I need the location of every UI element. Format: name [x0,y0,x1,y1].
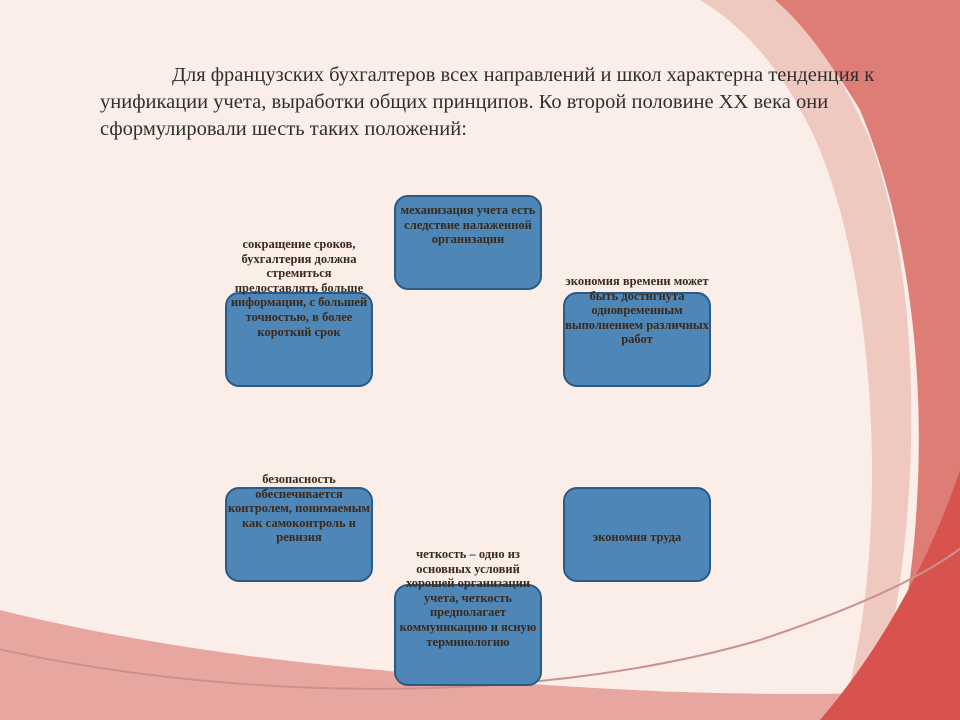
node-label-mechanization: механизация учета есть следствие налажен… [400,203,536,247]
node-label-reduction: сокращение сроков, бухгалтерия должна ст… [230,237,368,339]
node-label-security: безопасность обеспечивается контролем, п… [227,472,371,545]
node-box-security [225,487,373,582]
node-label-time-saving: экономия времени может быть достигнута о… [565,274,709,347]
node-label-labor-saving: экономия труда [592,530,682,544]
node-box-mechanization [394,195,542,290]
node-box-time-saving [563,292,711,387]
top-right-red-band [770,0,960,720]
node-box-labor-saving [563,487,711,582]
top-right-pink-band [700,0,912,720]
intro-paragraph: Для французских бухгалтеров всех направл… [100,64,875,140]
node-box-reduction [225,292,373,387]
bottom-right-dark-red [820,470,960,720]
curve-line [0,547,960,690]
node-box-clarity [394,584,542,686]
node-label-clarity: четкость – одно из основных условий хоро… [399,547,537,649]
bottom-pink-wave [0,610,960,720]
